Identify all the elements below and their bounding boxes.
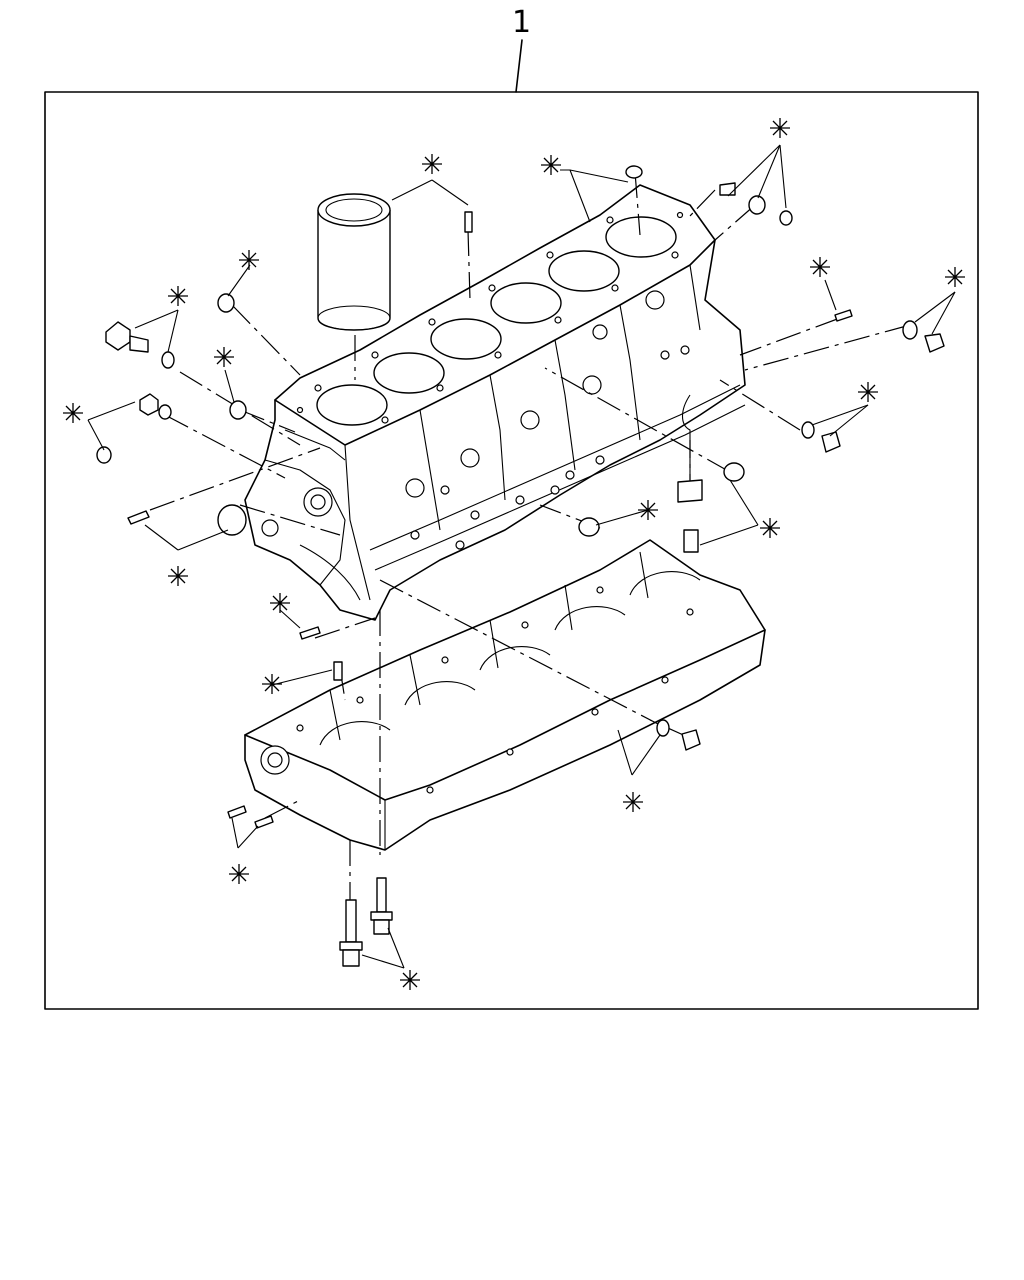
asterisk-icon (638, 500, 658, 520)
crankcase-bedplate (244, 539, 766, 851)
assembly-center-lines (149, 171, 911, 905)
asterisk-icon (541, 155, 561, 175)
asterisk-icon (270, 593, 290, 613)
assembly-callout-leader (515, 39, 523, 93)
asterisk-icon (168, 566, 188, 586)
asterisk-icon (945, 267, 965, 287)
assembly-frame (44, 91, 979, 1010)
asterisk-icon (858, 382, 878, 402)
assembly-callout-number: 1 (512, 5, 531, 40)
leader-lines (87, 144, 956, 969)
asterisk-icon (229, 864, 249, 884)
asterisk-icon (63, 403, 83, 423)
asterisk-icon (214, 347, 234, 367)
asterisk-icon (760, 518, 780, 538)
asterisk-icon (400, 970, 420, 990)
small-parts (96, 165, 945, 967)
cylinder-block (244, 184, 746, 621)
asterisk-icon (262, 674, 282, 694)
asterisk-icon (168, 286, 188, 306)
asterisk-markers (63, 118, 965, 990)
cylinder-liner (317, 193, 391, 331)
asterisk-icon (239, 250, 259, 270)
asterisk-icon (810, 257, 830, 277)
asterisk-icon (770, 118, 790, 138)
asterisk-icon (623, 792, 643, 812)
asterisk-icon (422, 154, 442, 174)
